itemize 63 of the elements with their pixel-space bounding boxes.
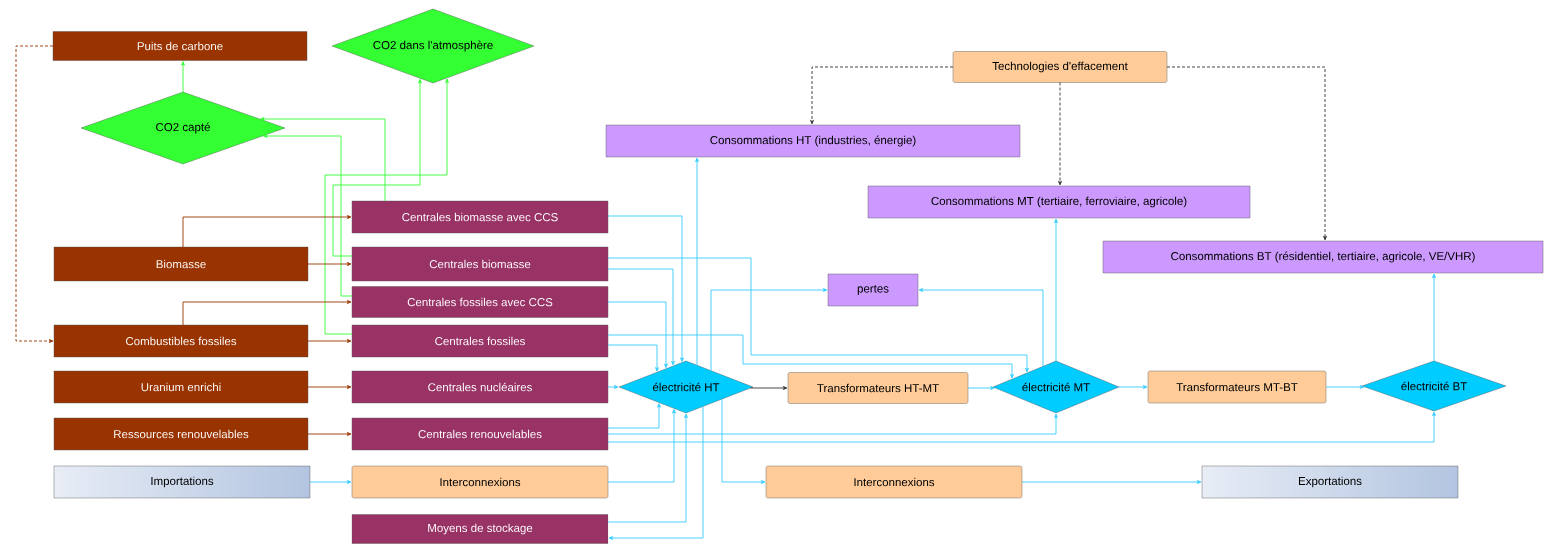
- arrow: [307, 339, 352, 343]
- resource-box: Ressources renouvelables: [53, 417, 309, 451]
- arrow: [607, 344, 659, 372]
- power-plant-box: Moyens de stockage: [351, 514, 609, 544]
- arrow: [967, 386, 995, 390]
- arrow: [607, 257, 1029, 373]
- power-plant-box: Centrales biomasse avec CCS: [351, 200, 609, 234]
- arrow: [710, 288, 828, 372]
- arrow: [182, 215, 352, 248]
- process-box: Interconnexions: [351, 465, 609, 499]
- power-plant-box: Centrales fossiles: [351, 324, 609, 358]
- arrow: [607, 413, 1058, 435]
- arrow: [263, 134, 353, 297]
- arrow: [15, 45, 54, 343]
- power-plant-box: Centrales nucléaires: [351, 370, 609, 404]
- arrow: [607, 385, 619, 389]
- power-plant-box: Centrales renouvelables: [351, 417, 609, 451]
- arrow: [749, 386, 788, 390]
- arrow: [608, 405, 704, 540]
- arrow: [332, 78, 422, 257]
- process-box: Transformateurs HT-MT: [787, 372, 969, 404]
- arrow: [307, 262, 352, 266]
- arrow: [307, 432, 352, 436]
- arrow: [324, 78, 449, 335]
- arrow: [607, 403, 661, 429]
- arrow: [695, 157, 699, 366]
- arrow: [1021, 480, 1202, 484]
- arrow: [181, 61, 185, 93]
- arrow: [260, 117, 386, 202]
- arrow: [1432, 273, 1436, 362]
- arrow: [607, 411, 1436, 443]
- arrow: [607, 409, 676, 483]
- arrow: [1118, 385, 1148, 389]
- arrow: [1166, 66, 1327, 241]
- arrow: [918, 288, 1044, 367]
- process-box: Technologies d'effacement: [952, 51, 1168, 83]
- resource-box: Biomasse: [53, 246, 309, 282]
- process-box: Interconnexions: [765, 465, 1023, 499]
- power-plant-box: Centrales biomasse: [351, 246, 609, 282]
- arrow: [721, 398, 766, 484]
- consumption-box: Consommations MT (tertiaire, ferroviaire, agricole): [867, 185, 1251, 219]
- resource-box: Puits de carbone: [52, 31, 308, 61]
- arrow: [607, 301, 668, 369]
- arrow: [607, 268, 675, 366]
- arrow: [307, 385, 352, 389]
- consumption-box: Consommations HT (industries, énergie): [605, 124, 1021, 158]
- arrow: [309, 480, 352, 484]
- arrow: [607, 215, 684, 362]
- arrow: [1058, 82, 1062, 186]
- process-box: Transformateurs MT-BT: [1147, 370, 1327, 404]
- arrow: [607, 413, 688, 523]
- trade-box: Importations: [53, 465, 311, 499]
- arrow: [810, 66, 954, 125]
- arrow: [1325, 385, 1365, 389]
- resource-box: Uranium enrichi: [53, 370, 309, 404]
- resource-box: Combustibles fossiles: [53, 324, 309, 358]
- arrow: [182, 300, 352, 326]
- consumption-box: Consommations BT (résidentiel, tertiaire, agricole, VE/VHR): [1102, 240, 1544, 274]
- trade-box: Exportations: [1201, 465, 1459, 499]
- consumption-box: pertes: [827, 273, 919, 307]
- arrow: [1054, 218, 1058, 362]
- power-plant-box: Centrales fossiles avec CCS: [351, 286, 609, 318]
- arrow: [607, 334, 1014, 379]
